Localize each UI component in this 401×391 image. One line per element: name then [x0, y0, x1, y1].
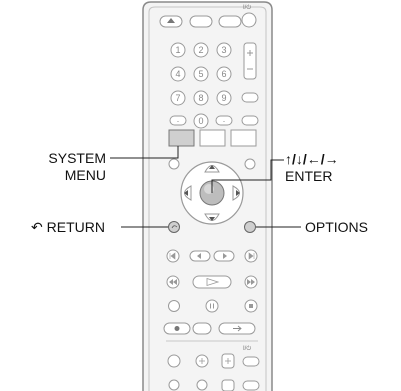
play-icon [206, 277, 220, 287]
rec-stop-button[interactable] [168, 300, 180, 312]
upper-left-button[interactable] [168, 158, 180, 170]
menu-button-2[interactable] [199, 129, 226, 147]
bottom-button-7[interactable] [221, 379, 235, 391]
number-button-1[interactable] [170, 42, 186, 58]
number-label-0: 0 [198, 116, 203, 126]
number-button-7[interactable] [170, 90, 186, 106]
fast-forward-icon [247, 279, 255, 285]
remote-inner-edge [148, 6, 267, 391]
upper-right-button[interactable] [244, 158, 256, 170]
callout-lines [110, 146, 301, 228]
number-button-2[interactable] [193, 42, 209, 58]
number-label-2: 2 [198, 45, 203, 55]
bottom-plus-icon [199, 358, 205, 364]
lower-power-label: I/⏻ [243, 345, 251, 352]
number-button-8[interactable] [193, 90, 209, 106]
dub-icon [233, 325, 242, 332]
next-icon [248, 252, 255, 260]
bottom-button-8[interactable] [242, 380, 260, 391]
dpad-right-icon [236, 190, 240, 196]
bottom-button-1[interactable] [167, 354, 181, 368]
enter-label: ENTER [285, 168, 333, 184]
number-pad: 1 2 3 4 5 6 7 8 9 · 0 · [169, 42, 233, 129]
rec-icon [174, 326, 180, 331]
replay-icon [197, 253, 201, 259]
enter-callout [211, 159, 284, 193]
dot-label-left: · [177, 116, 180, 126]
eject-icon [167, 18, 175, 23]
system-menu-label-line2: MENU [64, 167, 106, 183]
dpad-up-icon [209, 165, 215, 169]
side-button-row3[interactable] [241, 92, 259, 103]
return-button-icon [171, 225, 178, 229]
dpad-left-icon [184, 190, 188, 196]
pause-icon [210, 303, 214, 309]
number-label-7: 7 [175, 93, 180, 103]
arrows-enter-label: ↑/↓/←/→ ENTER [285, 151, 339, 185]
options-button[interactable] [244, 221, 256, 233]
number-button-5[interactable] [193, 66, 209, 82]
bottom-button-6[interactable] [196, 379, 208, 391]
number-label-5: 5 [198, 69, 203, 79]
rec-mode-button[interactable] [192, 322, 212, 335]
dot-button-right[interactable] [215, 115, 233, 126]
system-menu-button[interactable] [168, 129, 195, 147]
bottom-button-4[interactable] [242, 356, 260, 367]
dot-button-left[interactable] [169, 115, 187, 126]
transport-controls: I/⏻ [163, 249, 260, 391]
pause-button[interactable] [205, 299, 219, 313]
power-button[interactable] [241, 12, 257, 28]
number-label-8: 8 [198, 93, 203, 103]
volume-rocker[interactable] [243, 42, 257, 80]
rewind-icon [169, 279, 177, 285]
bottom-button-5[interactable] [168, 379, 180, 391]
prev-icon [169, 252, 176, 260]
stop-icon [249, 304, 253, 308]
system-menu-callout [110, 146, 179, 159]
return-button[interactable] [168, 221, 180, 233]
return-icon: ↶ [31, 219, 43, 235]
menu-button-3[interactable] [230, 129, 257, 147]
number-button-4[interactable] [170, 66, 186, 82]
advance-icon [223, 253, 227, 259]
dpad-down-icon [209, 217, 215, 221]
number-label-6: 6 [221, 69, 226, 79]
system-menu-label: SYSTEM MENU [20, 150, 106, 184]
number-label-9: 9 [221, 93, 226, 103]
number-button-9[interactable] [216, 90, 232, 106]
number-label-3: 3 [221, 45, 226, 55]
volume-up-icon [247, 50, 253, 56]
power-label: I/⏻ [243, 4, 251, 11]
top-button-3[interactable] [218, 15, 242, 28]
options-label: OPTIONS [305, 219, 369, 235]
top-button-2[interactable] [189, 15, 213, 28]
number-label-4: 4 [175, 69, 180, 79]
arrows-label: ↑/↓/←/→ [285, 151, 339, 167]
number-button-3[interactable] [216, 42, 232, 58]
side-button-row4[interactable] [241, 115, 259, 126]
number-button-6[interactable] [216, 66, 232, 82]
system-menu-label-line1: SYSTEM [48, 150, 106, 166]
dot-label-right: · [223, 116, 226, 126]
return-label: ↶ RETURN [31, 219, 105, 236]
number-label-1: 1 [175, 45, 180, 55]
bottom-plus-icon-2 [225, 358, 231, 364]
return-label-text: RETURN [46, 219, 105, 235]
number-button-0[interactable] [193, 113, 209, 129]
